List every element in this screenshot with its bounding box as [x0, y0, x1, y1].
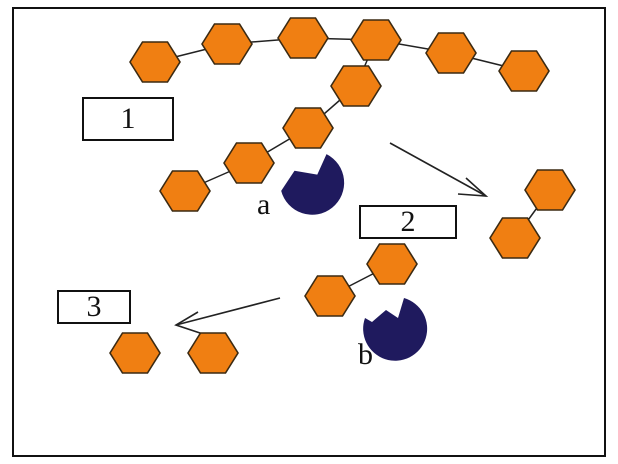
step-1-text: 1 [120, 102, 136, 135]
monomer [223, 142, 275, 184]
monomer [524, 169, 576, 211]
enzyme-a-shape [281, 154, 345, 215]
monomer [330, 65, 382, 107]
monomer [304, 275, 356, 317]
dimer-right [489, 169, 576, 259]
enzyme-a-label: a [257, 188, 271, 221]
monomer [187, 332, 239, 374]
enzyme-b-label: b [358, 338, 373, 371]
free-monomers [109, 332, 239, 374]
monomer [201, 23, 253, 65]
monomer [129, 41, 181, 83]
arrow-to-monomers [174, 297, 281, 334]
monomer [366, 243, 418, 285]
step-2-text: 2 [400, 205, 416, 238]
monomer [425, 32, 477, 74]
step-3-text: 3 [86, 290, 102, 323]
monomer [159, 170, 211, 212]
monomer [489, 217, 541, 259]
monomer [109, 332, 161, 374]
monomer [282, 107, 334, 149]
monomer [498, 50, 550, 92]
arrow-to-dimer [389, 142, 489, 197]
step-3-label: 3 [57, 290, 131, 324]
monomer [350, 19, 402, 61]
monomer [277, 17, 329, 59]
step-2-label: 2 [359, 205, 457, 239]
enzyme-b-shape [363, 298, 428, 361]
step-1-label: 1 [82, 97, 174, 141]
dimer-middle [304, 243, 418, 317]
